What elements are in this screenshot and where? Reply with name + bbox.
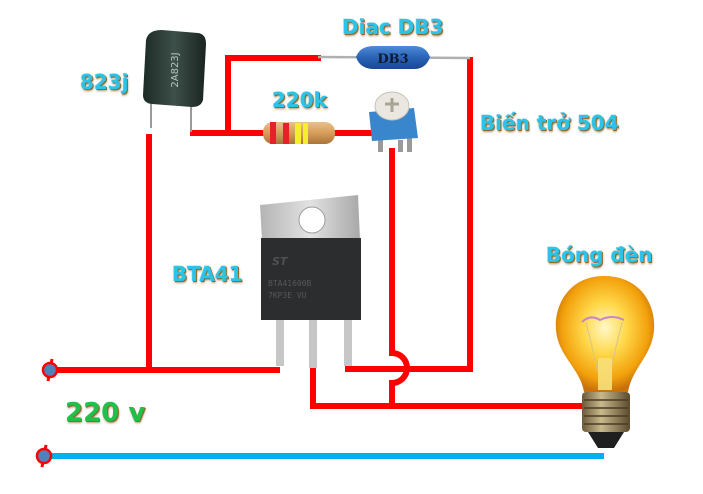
diac-label: Diac DB3 [342,15,444,39]
triac-marking-2: 7KP3E VU [268,291,307,300]
triac-label: BTA41 [172,262,243,286]
supply-voltage-label: 220 v [65,398,146,428]
diac-marking: DB3 [377,52,408,67]
lamp-icon [555,276,655,448]
terminal-neutral[interactable] [35,444,53,468]
triac-marking: BTA41600B [268,279,312,288]
diac-icon: DB3 [317,46,471,69]
wire-diac-right-down [345,57,473,372]
wire-pot-down-crossover [389,148,410,409]
terminal-live[interactable] [41,358,59,382]
lamp-label: Bóng đèn [546,243,653,267]
capacitor-marking: 2A823J [170,52,181,87]
potentiometer-icon [369,91,418,152]
potentiometer-label: Biến trở 504 [480,111,619,135]
wire-triac-gate-to-lamp [310,365,584,409]
resistor-icon [263,122,335,144]
live-wires [49,55,584,409]
capacitor-icon: 2A823J [143,30,206,132]
wire-junction-to-diac [225,55,321,136]
resistor-label: 220k [272,88,328,112]
capacitor-label: 823j [80,70,129,94]
triac-logo: ST [272,255,289,268]
triac-icon: ST BTA41600B 7KP3E VU [260,195,361,368]
